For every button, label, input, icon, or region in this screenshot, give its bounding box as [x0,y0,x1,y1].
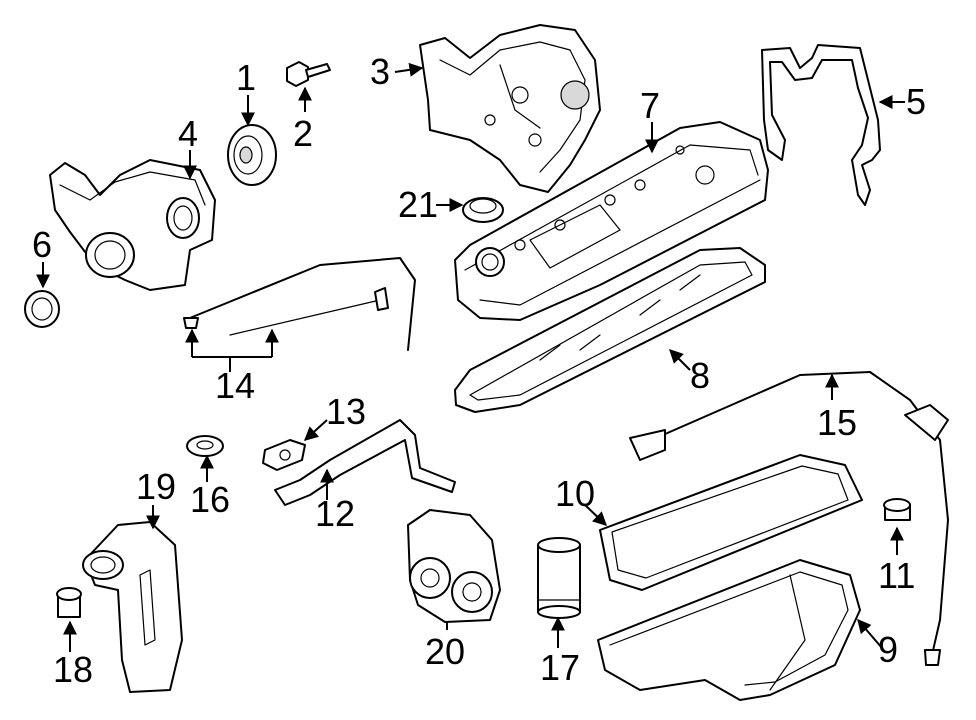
part-1-pulley [227,124,277,186]
part-5-gasket [761,44,881,206]
callout-13: 13 [326,391,366,432]
part-13-tube-gasket [262,439,306,471]
part-4-timing-cover [49,159,216,291]
part-14-dipstick [183,257,416,351]
callout-1: 1 [236,57,256,98]
part-19-adapter [82,521,183,693]
part-20-oil-pump [407,509,501,623]
callout-7: 7 [640,85,660,126]
callout-15: 15 [817,402,857,443]
callout-20: 20 [425,631,465,672]
callout-19: 19 [136,466,176,507]
callout-3: 3 [370,51,390,92]
part-2-bolt [286,61,331,87]
callout-16: 16 [190,479,230,520]
part-3-front-cover [419,24,601,193]
leader-lines [36,62,905,652]
part-17-oil-filter [537,537,581,619]
callout-10: 10 [555,473,595,514]
callout-5: 5 [906,81,926,122]
callout-8: 8 [690,355,710,396]
part-9-oil-pan [597,559,861,701]
part-15-dipstick-tube [629,371,949,666]
callout-11: 11 [878,555,915,596]
part-16-plug [186,435,224,457]
callout-9: 9 [878,629,898,670]
callout-14: 14 [215,365,255,406]
callout-6: 6 [32,224,52,265]
callout-18: 18 [53,649,93,690]
part-18-fitting [56,587,82,618]
callout-4: 4 [178,113,198,154]
callout-21: 21 [398,184,438,225]
callout-12: 12 [315,493,355,534]
callout-2: 2 [293,113,313,154]
part-10-pan-gasket [599,454,863,591]
part-12-pickup-tube [274,419,456,506]
part-8-valve-gasket [454,247,766,413]
part-6-seal [24,290,60,328]
callout-17: 17 [540,647,580,688]
callout-labels: 1 2 3 4 5 6 7 8 9 10 11 12 13 14 15 16 1… [32,51,926,690]
part-11-drain-plug [883,498,911,521]
part-21-filler-cap [462,197,504,223]
